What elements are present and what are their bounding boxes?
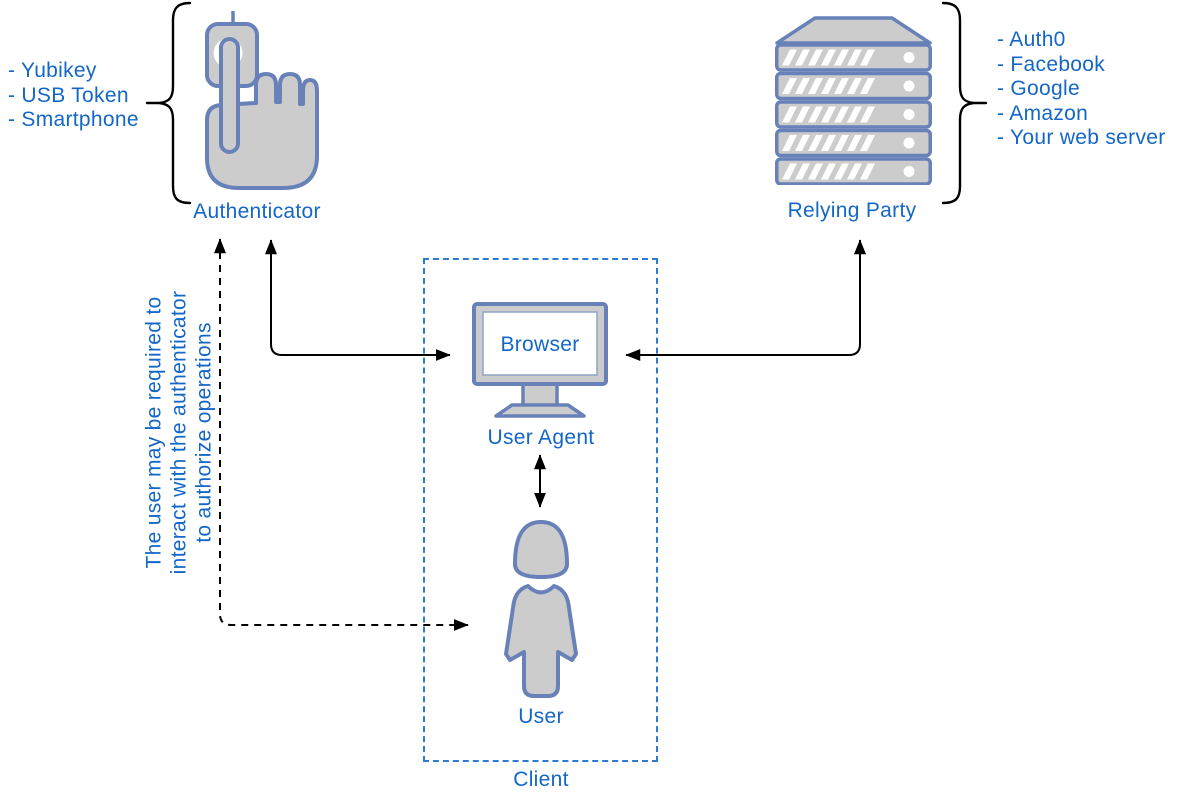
note-line: to authorize operations [192,322,216,543]
index-finger [219,37,240,154]
client-boundary-box [423,258,658,762]
user-body [504,584,578,698]
user-label: User [518,705,564,728]
user-head [513,520,569,579]
arrow-authenticator-user-dashed [214,238,469,631]
list-item: - Facebook [997,52,1106,76]
monitor-stand-base [494,403,586,418]
list-item: - Google [997,77,1080,100]
browser-label: Browser [500,333,580,356]
server-unit [775,43,932,72]
server-stack-icon [775,16,932,185]
authenticator-label: Authenticator [193,200,321,223]
list-item: - USB Token [8,83,129,107]
user-person-icon [504,520,578,698]
list-item: - Amazon [997,101,1089,125]
list-item: - Smartphone [8,108,139,131]
hand-palm [205,72,319,190]
note-line: The user may be required to [142,296,166,569]
relying-party-examples-list: - Auth0 - Facebook - Google - Amazon - Y… [997,28,1166,151]
left-curly-brace [145,1,192,205]
right-curly-brace [941,1,988,205]
arrow-relying-party-browser [625,239,866,361]
server-unit [775,71,932,101]
server-top-face [775,16,932,45]
authenticator-interaction-note: The user may be required to interact wit… [142,283,217,583]
browser-monitor-icon [472,302,608,418]
server-unit [775,128,932,158]
authenticator-examples-list: - Yubikey - USB Token - Smartphone [8,59,139,133]
user-agent-label: User Agent [487,426,595,449]
list-item: - Yubikey [8,59,97,82]
relying-party-label: Relying Party [787,199,917,222]
hand-touch-icon [205,11,319,190]
list-item: - Your web server [997,126,1166,149]
server-unit [775,100,932,129]
list-item: - Auth0 [997,28,1066,51]
note-line: interact with the authenticator [167,290,191,575]
server-unit [775,157,932,185]
client-label: Client [513,768,569,791]
monitor-screen [482,311,598,376]
